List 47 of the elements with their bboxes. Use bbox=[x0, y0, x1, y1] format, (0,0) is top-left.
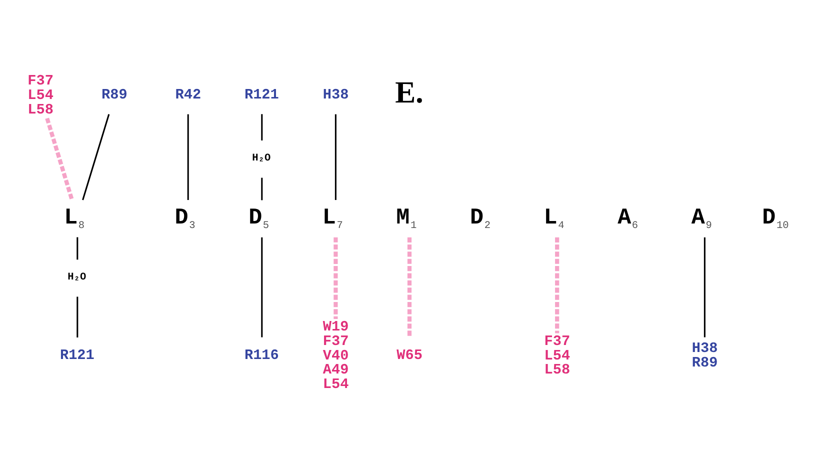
connector bbox=[261, 236, 263, 337]
connector bbox=[261, 114, 263, 140]
node-label: 7 bbox=[336, 219, 343, 232]
connector bbox=[76, 296, 78, 337]
node-text: H₂O bbox=[68, 271, 86, 284]
node-text: A bbox=[618, 204, 632, 230]
node-text: F37 L54 L58 bbox=[544, 333, 570, 378]
connector bbox=[45, 117, 74, 200]
node-label: 9 bbox=[706, 219, 712, 232]
node-text: F37 L54 L58 bbox=[28, 73, 54, 118]
connector bbox=[187, 114, 189, 200]
connector bbox=[407, 236, 412, 337]
node-text: R89 bbox=[101, 86, 128, 103]
node-text: D bbox=[762, 204, 776, 230]
node-text: L bbox=[64, 204, 78, 230]
node-label: 2 bbox=[484, 219, 490, 232]
node-text: M bbox=[396, 204, 410, 230]
node-label: 6 bbox=[632, 219, 638, 232]
node-text: L bbox=[544, 204, 558, 230]
node-label: 3 bbox=[189, 219, 196, 232]
node-text: W65 bbox=[396, 347, 423, 364]
node-text: A bbox=[691, 204, 705, 230]
node-label: 8 bbox=[78, 219, 85, 232]
node-label: 1 bbox=[410, 219, 417, 232]
connector bbox=[76, 236, 78, 260]
node-text: R42 bbox=[175, 86, 202, 103]
connector bbox=[261, 177, 263, 200]
node-text: R121 bbox=[244, 86, 279, 103]
node-text: D bbox=[248, 204, 262, 230]
node-text: R121 bbox=[60, 347, 94, 364]
node-text: R116 bbox=[244, 347, 279, 364]
connector bbox=[555, 236, 560, 333]
node-text: D bbox=[174, 204, 188, 230]
node-text: H38 R89 bbox=[692, 340, 718, 371]
node-text: W19 F37 V40 A49 L54 bbox=[322, 319, 349, 392]
node-text: D bbox=[470, 204, 484, 230]
connector bbox=[334, 236, 338, 318]
label: E. bbox=[395, 74, 424, 109]
connector bbox=[334, 114, 336, 200]
connector bbox=[704, 236, 706, 337]
node-label: 5 bbox=[262, 219, 270, 232]
node-label: 4 bbox=[558, 219, 564, 232]
node-text: H₂O bbox=[252, 152, 271, 164]
connector bbox=[82, 114, 110, 200]
node-text: L bbox=[322, 204, 336, 230]
node-label: 10 bbox=[776, 219, 789, 232]
node-text: H38 bbox=[322, 86, 349, 103]
